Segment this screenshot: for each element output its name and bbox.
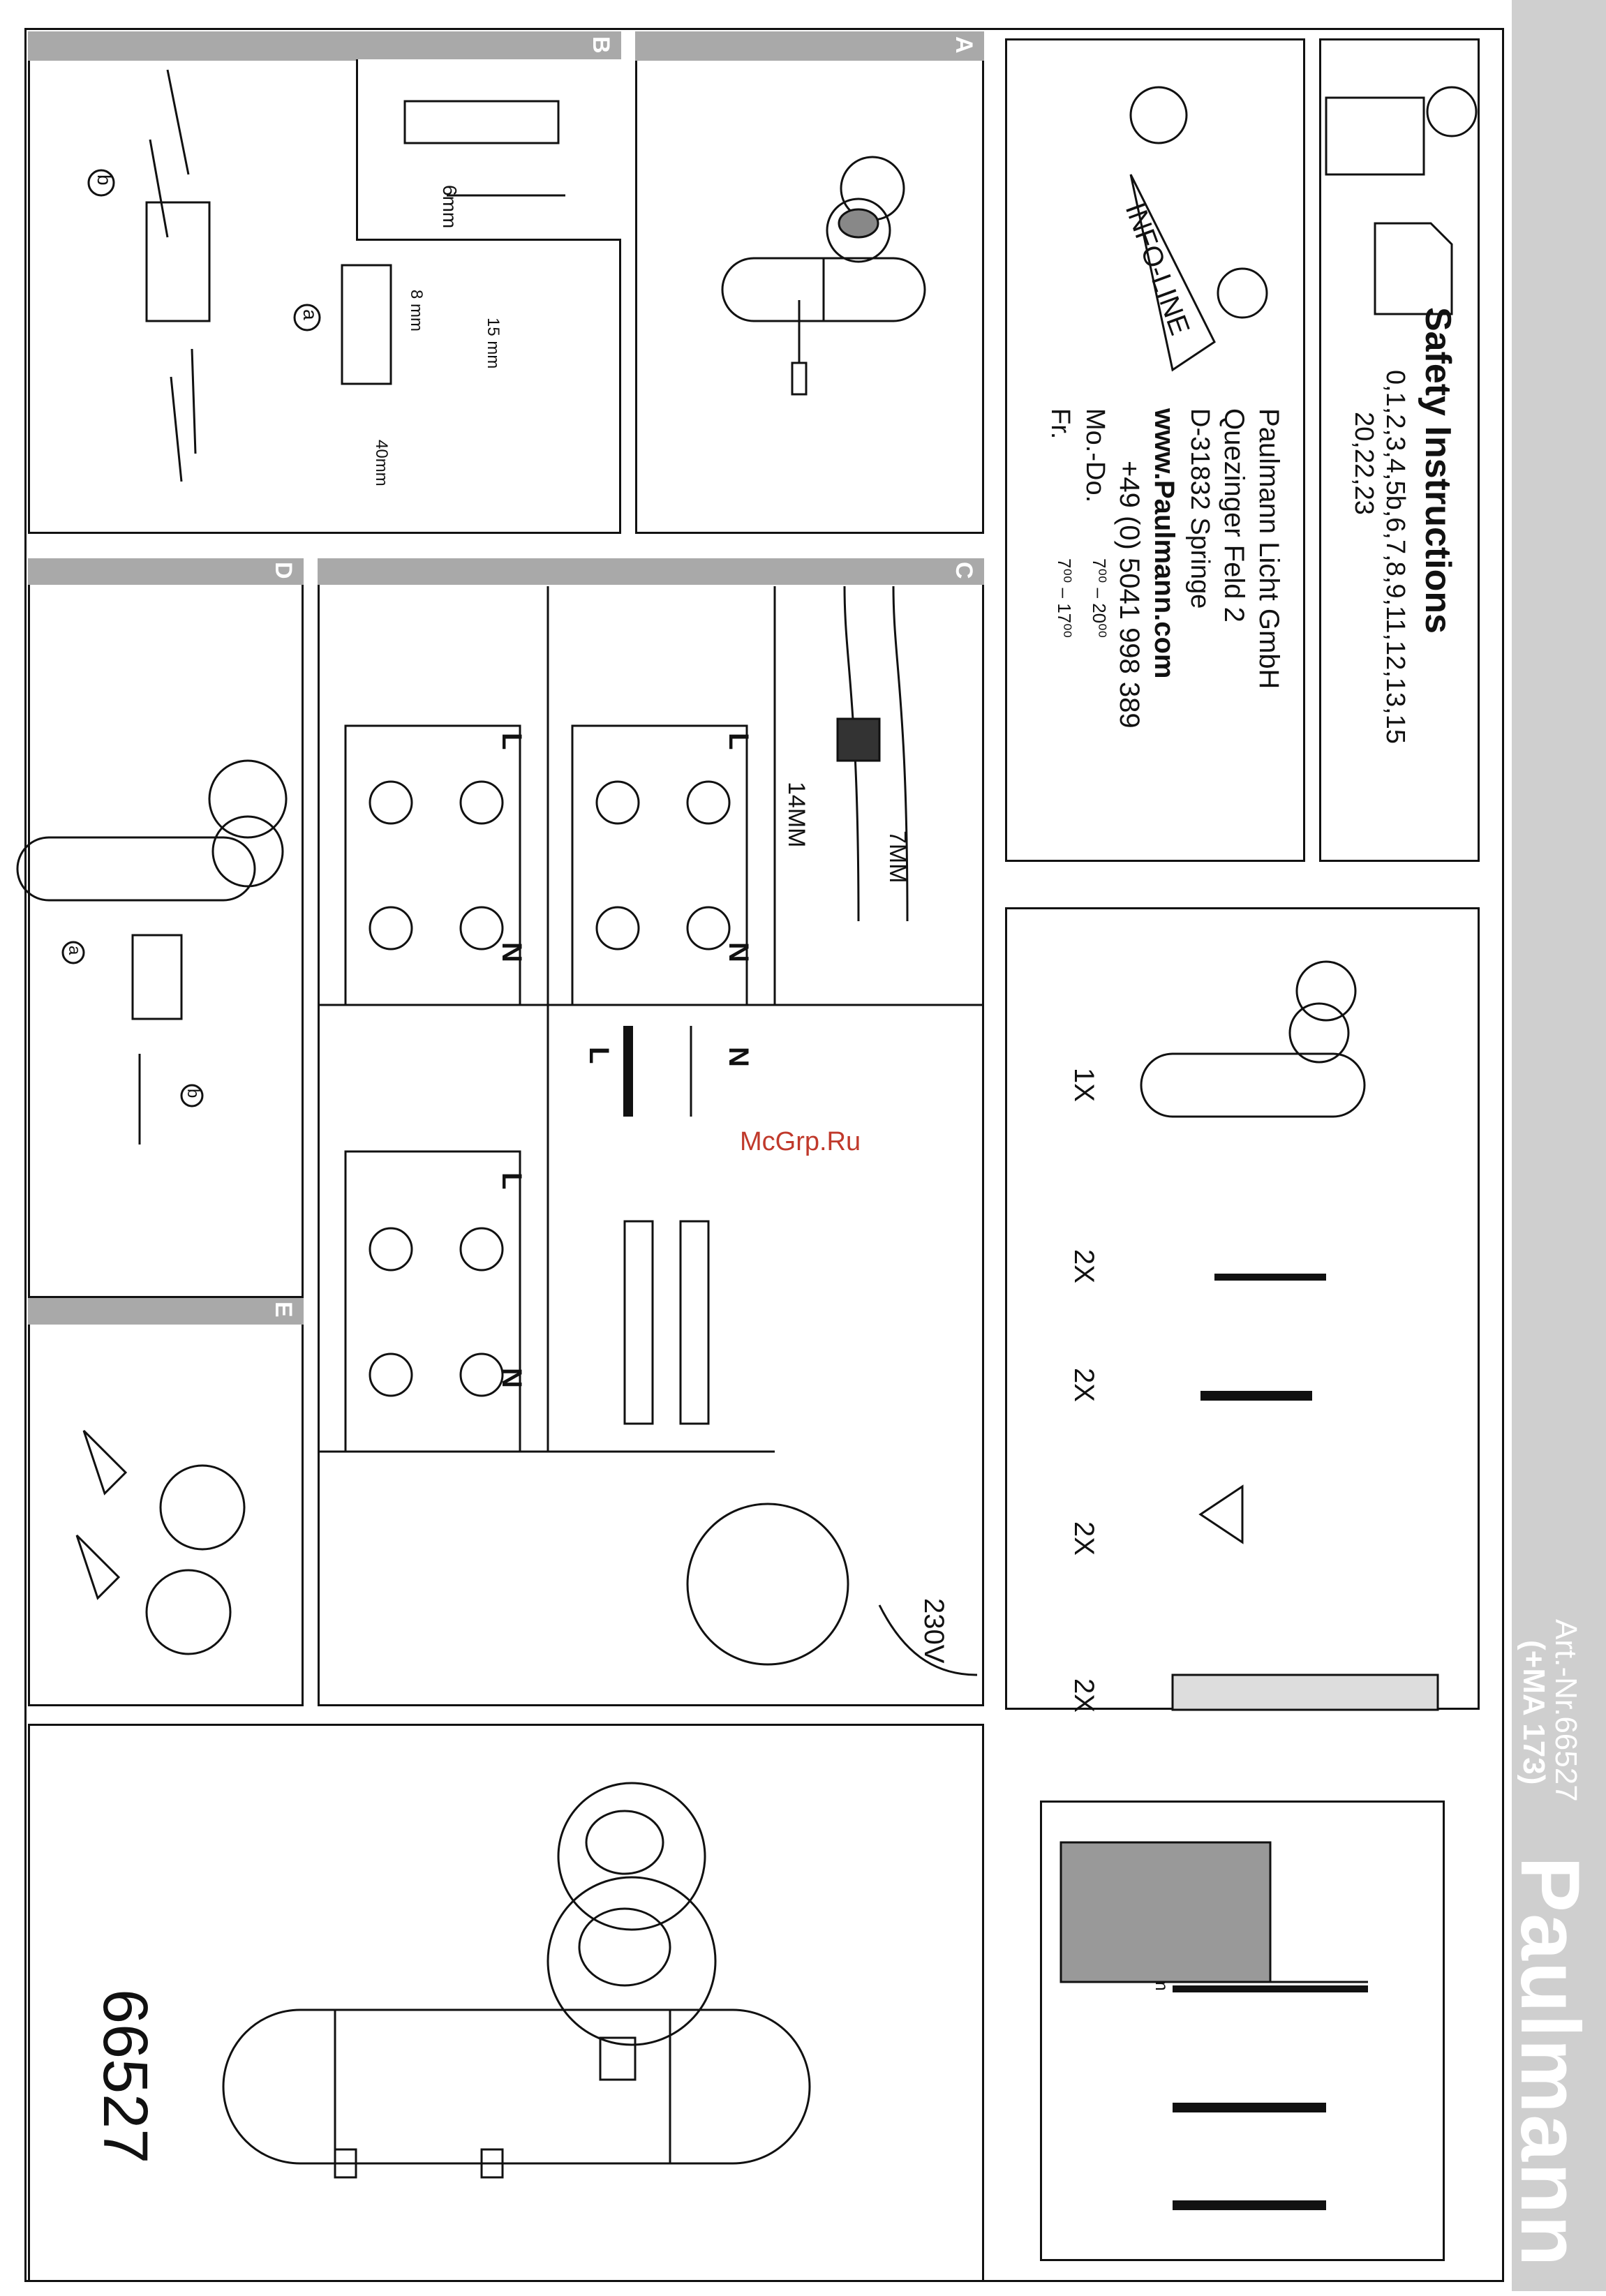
part-qty-bulb: 2X bbox=[1069, 1521, 1099, 1556]
panel-e-header bbox=[28, 1298, 304, 1325]
parts-box bbox=[1005, 907, 1480, 1710]
panel-b-step-b: b bbox=[94, 174, 115, 186]
panel-a-header bbox=[635, 31, 984, 61]
panel-e-bulbs bbox=[75, 1429, 246, 1655]
panel-b-step-a: a bbox=[299, 309, 321, 320]
safety-box bbox=[1319, 38, 1480, 862]
panel-a-fixture bbox=[721, 156, 926, 396]
panel-c-terminals bbox=[318, 586, 984, 1676]
panel-c-n-label-mid: N bbox=[723, 942, 754, 962]
panel-b-hardware bbox=[87, 69, 565, 482]
panel-c-l-label-wire: L bbox=[583, 1047, 614, 1064]
panel-c-n-label-wire: N bbox=[723, 1047, 754, 1067]
part-qty-sleeve: 2X bbox=[1069, 1678, 1099, 1713]
part-qty-screw: 2X bbox=[1069, 1249, 1099, 1283]
panel-c-l-label-top: L bbox=[496, 733, 527, 750]
parts-icons bbox=[1140, 960, 1439, 1711]
panel-b-header bbox=[28, 31, 621, 61]
tools-icons bbox=[1059, 1841, 1368, 2210]
panel-d-step-a: a bbox=[65, 946, 84, 955]
part-qty-plug: 2X bbox=[1069, 1368, 1099, 1402]
panel-e bbox=[28, 1298, 304, 1706]
panel-b-drill-box bbox=[356, 59, 621, 241]
panel-c-l-label-mid: L bbox=[723, 733, 754, 750]
overview-fixture bbox=[222, 1782, 811, 2179]
panel-a bbox=[635, 31, 984, 534]
panel-d-header bbox=[28, 558, 304, 585]
panel-c-n-label-bottom: N bbox=[496, 1368, 527, 1388]
info-line-box bbox=[1005, 38, 1305, 862]
cartoon-figures bbox=[1129, 86, 1478, 372]
overview-panel bbox=[28, 1724, 984, 2282]
panel-c-n-label-top: N bbox=[496, 942, 527, 962]
panel-c-l-label-bottom: L bbox=[496, 1172, 527, 1190]
part-qty-fixture: 1X bbox=[1069, 1068, 1099, 1102]
panel-d-fixture bbox=[16, 759, 288, 1145]
panel-c-header bbox=[318, 558, 984, 585]
panel-d-step-b: b bbox=[184, 1089, 202, 1098]
watermark: McGrp.Ru bbox=[740, 1127, 861, 1156]
brand-sidebar bbox=[1512, 0, 1606, 2291]
